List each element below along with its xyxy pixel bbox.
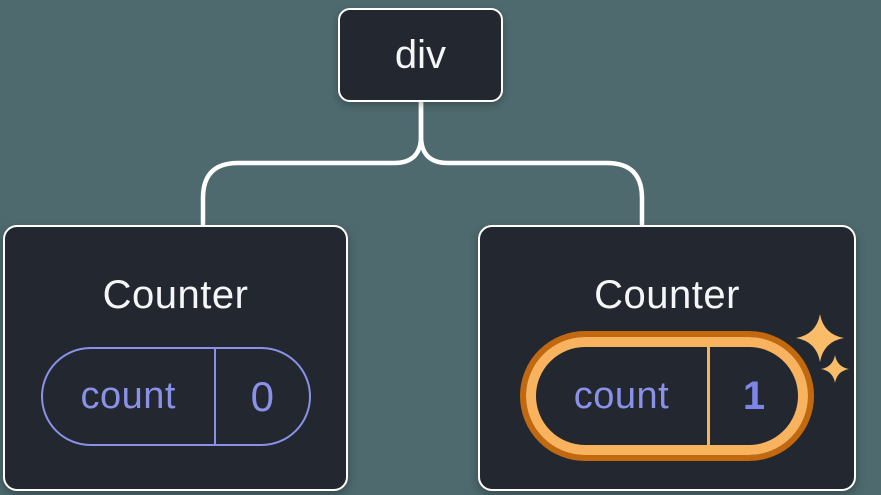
state-pill-highlighted: count 1: [520, 331, 814, 461]
state-value-cell: 0: [216, 349, 309, 444]
state-pill: count 0: [40, 347, 311, 446]
sparkles-icon: [796, 314, 844, 362]
state-value-cell: 1: [710, 347, 798, 445]
state-name-label: count: [573, 374, 670, 417]
counter-card-right: Counter count 1: [478, 225, 856, 491]
state-name-label: count: [80, 375, 176, 417]
component-title: Counter: [594, 273, 740, 317]
state-pill-highlight-ring: count 1: [526, 337, 808, 455]
state-value-label: 1: [742, 373, 766, 418]
counter-card-left: Counter count 0: [3, 225, 348, 491]
component-title: Counter: [102, 273, 249, 317]
connector-left-branch: [200, 98, 424, 229]
root-node-label: div: [394, 32, 447, 77]
connector-right-branch: [418, 98, 645, 229]
state-value-label: 0: [250, 372, 274, 420]
state-name-cell: count: [536, 347, 710, 445]
state-name-cell: count: [43, 349, 216, 444]
root-node-div: div: [338, 8, 503, 102]
sparkles-icon: [821, 355, 849, 383]
